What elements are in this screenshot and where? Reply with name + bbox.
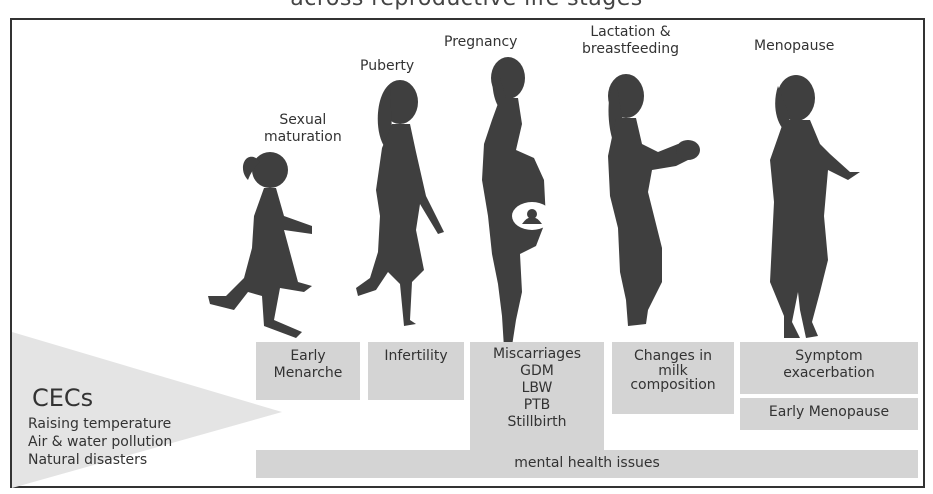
child-silhouette	[208, 152, 312, 338]
stage-label-pregnancy: Pregnancy	[444, 34, 518, 50]
pregnant-silhouette	[482, 57, 546, 348]
cecs-item: Raising temperature	[28, 416, 172, 432]
stage-label-lactation: Lactation & breastfeeding	[582, 24, 680, 57]
outcome-milk-composition: Changes in milk composition	[612, 342, 734, 414]
figure-caption: across reproductive life stages	[0, 0, 933, 11]
outcome-early-menarche: Early Menarche	[256, 342, 360, 400]
outcome-symptom-exacerbation: Symptom exacerbation	[740, 342, 918, 394]
stage-label-sexual-maturation: Sexual maturation	[264, 112, 342, 145]
outcome-early-menopause: Early Menopause	[740, 398, 918, 430]
silhouettes	[208, 57, 860, 348]
cecs-item: Natural disasters	[28, 452, 148, 468]
menopause-silhouette	[770, 75, 860, 338]
outcome-mental-health: mental health issues	[256, 450, 918, 478]
diagram-frame: Sexual maturation Puberty Pregnancy Lact…	[10, 18, 925, 488]
puberty-silhouette	[356, 80, 444, 326]
outcome-pregnancy: Miscarriages GDM LBW PTB Stillbirth	[470, 342, 604, 460]
stage-label-puberty: Puberty	[360, 58, 415, 74]
stage-label-menopause: Menopause	[754, 38, 835, 54]
lactation-silhouette	[608, 74, 700, 326]
outcome-infertility: Infertility	[368, 342, 464, 400]
cecs-arrow	[12, 332, 282, 488]
cecs-item: Air & water pollution	[28, 434, 173, 450]
cecs-title: CECs	[32, 384, 94, 412]
